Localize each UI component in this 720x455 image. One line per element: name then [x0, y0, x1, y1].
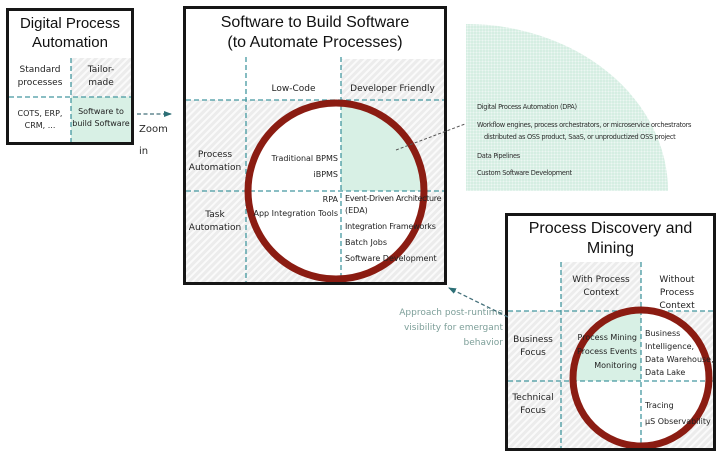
label-line: Focus [520, 406, 546, 416]
cell-line: Software to [78, 107, 124, 116]
cell-microservice-observability: µS Observability [645, 417, 711, 426]
title-line: Software to Build Software [220, 14, 410, 31]
dpa-list-item: Custom Software Development [477, 169, 572, 177]
dashed-gridlines [186, 57, 444, 282]
label-line: Zoom [139, 124, 168, 135]
cell-line: COTS, ERP, [17, 109, 63, 118]
cell-event-driven-architecture: Event-Driven Architecture [345, 194, 442, 203]
cell-app-integration-tools: App Integration Tools [253, 209, 338, 218]
label-line: Task [205, 210, 225, 220]
label-line: Business [513, 335, 553, 345]
cell-ibpms: iBPMS [313, 170, 338, 179]
title-line: (to Automate Processes) [227, 34, 403, 51]
label-line: Automation [188, 223, 242, 233]
row-header-process-automation: Process Automation [186, 149, 244, 175]
cell-line: CRM, ... [24, 121, 56, 130]
cell-business-intelligence: Business [645, 329, 681, 338]
col-header-without-process-context: Without Process Context [641, 274, 713, 313]
dpa-list-item-continuation: distributed as OSS product, SaaS, or unp… [484, 133, 676, 141]
title-line: Mining [586, 240, 635, 257]
dpa-list-item: Workflow engines, process orchestrators,… [477, 121, 692, 129]
annotation-line: behavior [463, 338, 503, 348]
label-line: Technical [512, 393, 554, 403]
label-line: Without [659, 275, 695, 285]
tailor-made-header-hatch [71, 58, 131, 97]
title-line: Process Discovery and [528, 220, 693, 237]
col-header-standard-processes: Standard processes [11, 64, 69, 90]
dpa-list-item: Digital Process Automation (DPA) [477, 103, 577, 111]
box3-graphics [508, 262, 713, 448]
label-line: Process Context [659, 288, 695, 311]
cell-batch-jobs: Batch Jobs [345, 238, 388, 247]
box-process-discovery-and-mining: Process Discovery and Mining With Proces… [505, 213, 716, 451]
cell-eda: (EDA) [345, 206, 368, 215]
label-line: processes [17, 78, 63, 88]
red-circle [569, 306, 713, 448]
label-line: Automation [188, 163, 242, 173]
cell-traditional-bpms: Traditional BPMS [271, 154, 339, 163]
label-line: With Process [572, 275, 630, 285]
row-header-task-automation: Task Automation [186, 209, 244, 235]
col-header-developer-friendly: Developer Friendly [350, 84, 435, 94]
cell-line: build Software [72, 119, 130, 128]
title-line: Automation [32, 34, 108, 51]
cell-integration-frameworks: Integration Frameworks [345, 222, 436, 231]
col-header-with-process-context: With Process Context [561, 274, 641, 300]
label-line: Standard [19, 65, 61, 75]
cell-monitoring: Monitoring [594, 361, 637, 370]
annotation-line: Approach post-runtime [399, 308, 503, 318]
mint-highlight-wedge [341, 103, 424, 191]
red-circle [244, 99, 428, 282]
box2-title: Software to Build Software (to Automate … [186, 13, 444, 53]
annotation-post-runtime-visibility: Approach post-runtime visibility for eme… [393, 306, 503, 351]
cell-process-events: Process Events [577, 347, 637, 356]
cell-cots-erp-crm: COTS, ERP, CRM, ... [11, 108, 69, 132]
cell-software-to-build-software: Software to build Software [72, 106, 130, 130]
cell-tracing: Tracing [645, 401, 674, 410]
label-line: in [139, 146, 149, 157]
cell-business-intelligence-line2: Intelligence, [645, 342, 695, 351]
cell-data-lake: Data Lake [645, 368, 686, 377]
box1-title: Digital Process Automation [9, 14, 131, 52]
label-line: Focus [520, 348, 546, 358]
label-line: Process [197, 150, 233, 160]
label-line: Tailor- [87, 65, 115, 75]
mint-highlight-wedge [573, 311, 641, 381]
cell-rpa: RPA [322, 195, 338, 204]
box2-graphics [186, 57, 444, 282]
zoom-in-label: Zoom in [139, 119, 168, 163]
annotation-line: visibility for emergant [403, 323, 503, 333]
col-header-tailor-made: Tailor- made [72, 64, 130, 90]
row-header-business-focus: Business Focus [508, 334, 558, 360]
dashed-gridlines [508, 262, 713, 448]
dpa-list-item: Data Pipelines [477, 152, 520, 160]
row-header-technical-focus: Technical Focus [508, 392, 558, 418]
col-header-low-code: Low-Code [271, 84, 316, 94]
with-context-header-hatch [561, 262, 641, 311]
dashed-gridlines [9, 58, 131, 142]
cell-data-warehouse: Data Warehouse, [645, 355, 714, 364]
cell-process-mining: Process Mining [577, 333, 637, 342]
box3-title: Process Discovery and Mining [508, 219, 713, 259]
cell-software-development: Software Development [345, 254, 437, 263]
box-software-to-build-software: Software to Build Software (to Automate … [183, 6, 447, 285]
software-to-build-software-highlight [71, 97, 131, 142]
dev-friendly-header-hatch [341, 59, 444, 100]
box1-graphics [9, 58, 131, 142]
label-line: Context [583, 288, 619, 298]
box-digital-process-automation: Digital Process Automation Standard proc… [6, 8, 134, 145]
label-line: made [88, 78, 114, 88]
title-line: Digital Process [19, 15, 121, 32]
